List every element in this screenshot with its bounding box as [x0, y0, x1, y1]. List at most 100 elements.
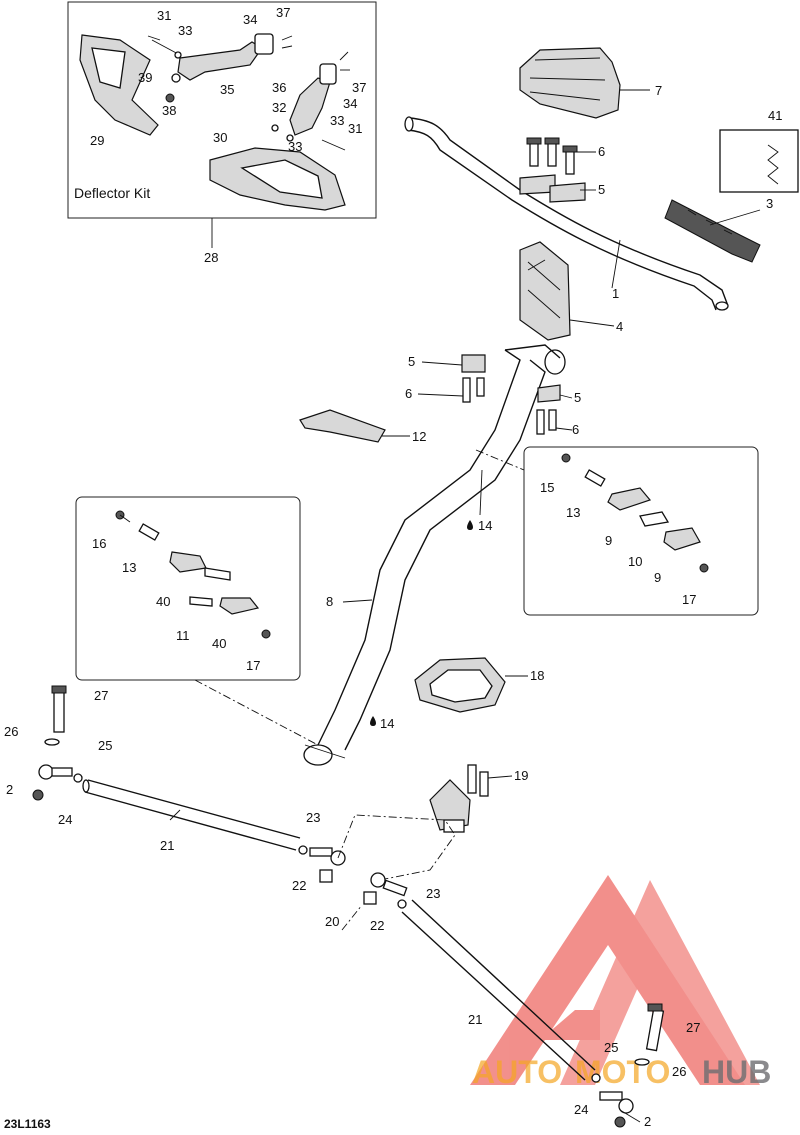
callout-38: 38 — [162, 103, 176, 118]
pin-part-16 — [115, 510, 131, 523]
nut-part-2-left — [32, 789, 44, 801]
pin-part-15 — [561, 453, 571, 463]
callout-26-a: 26 — [4, 724, 18, 739]
callout-21-a: 21 — [160, 838, 174, 853]
callout-13-a: 13 — [122, 560, 136, 575]
callout-26-b: 26 — [672, 1064, 686, 1079]
bolt-part-27-left — [51, 685, 67, 733]
spring-part-10 — [639, 511, 670, 527]
callout-10: 10 — [628, 554, 642, 569]
callout-5-c: 5 — [574, 390, 581, 405]
callout-34-b: 34 — [343, 96, 357, 111]
clamps-part-5-mid — [461, 354, 561, 403]
rod-end-part-22-a — [309, 847, 346, 866]
grip-part-3 — [664, 199, 761, 263]
deflector-kit-title: Deflector Kit — [74, 185, 150, 201]
link-part-40-a — [169, 551, 207, 573]
cover-part-18 — [414, 657, 506, 713]
callout-20: 20 — [325, 914, 339, 929]
callout-29: 29 — [90, 133, 104, 148]
callout-36: 36 — [272, 80, 286, 95]
callout-4: 4 — [616, 319, 623, 334]
callout-9-a: 9 — [605, 533, 612, 548]
callout-25-a: 25 — [98, 738, 112, 753]
callout-21-b: 21 — [468, 1012, 482, 1027]
callout-31: 31 — [157, 8, 171, 23]
callout-17-b: 17 — [682, 592, 696, 607]
tie-rod-part-21-lower — [401, 899, 596, 1081]
watermark-auto-text: AUTO — [472, 1054, 562, 1090]
washers-part-26-right — [634, 1058, 650, 1066]
callout-11: 11 — [176, 628, 190, 643]
callout-28: 28 — [204, 250, 218, 265]
decal-part-41 — [719, 129, 799, 193]
rod-end-part-24-left — [38, 764, 73, 780]
callout-17-a: 17 — [246, 658, 260, 673]
callout-1: 1 — [612, 286, 619, 301]
deflector-left-part-29 — [79, 34, 159, 136]
nut-part-17-left — [261, 629, 271, 639]
drawing-code: 23L1163 — [4, 1117, 51, 1131]
sleeve-part-13-right — [584, 469, 606, 487]
callout-5-a: 5 — [598, 182, 605, 197]
spacer-part-20-a — [319, 869, 333, 883]
callout-6-b: 6 — [405, 386, 412, 401]
deflector-kit-box — [67, 1, 377, 219]
callout-12: 12 — [412, 429, 426, 444]
callout-5-b: 5 — [408, 354, 415, 369]
bracket-upper-part-35 — [151, 33, 274, 81]
bolt-part-27-right — [645, 1003, 665, 1052]
plate-part-12 — [299, 409, 386, 443]
detail-box-left — [75, 496, 301, 681]
grease-drop-icon-a — [467, 520, 473, 530]
rod-end-part-24-right — [599, 1091, 634, 1114]
riser-part-4 — [519, 241, 571, 341]
tie-rod-part-21-upper — [82, 779, 301, 851]
nut-part-25-right — [591, 1073, 601, 1083]
callout-30: 30 — [213, 130, 227, 145]
spring-part-40-b — [204, 567, 231, 581]
callout-14-b: 14 — [380, 716, 394, 731]
link-part-9-a — [607, 487, 652, 511]
callout-40-b: 40 — [212, 636, 226, 651]
callout-40-a: 40 — [156, 594, 170, 609]
callout-31-b: 31 — [348, 121, 362, 136]
washers-part-26-left — [44, 738, 60, 746]
steering-column-part-8 — [303, 344, 566, 766]
callout-32: 32 — [272, 100, 286, 115]
callout-2-a: 2 — [6, 782, 13, 797]
nut-part-25-left — [73, 773, 83, 783]
callout-33: 33 — [178, 23, 192, 38]
callout-23-b: 23 — [426, 886, 440, 901]
callout-8: 8 — [326, 594, 333, 609]
nut-part-38 — [165, 93, 175, 103]
bracket-lower-part-36 — [271, 63, 346, 151]
handlebar-pad-part-7 — [519, 47, 621, 119]
callout-3: 3 — [766, 196, 773, 211]
callout-13-b: 13 — [566, 505, 580, 520]
callout-14-a: 14 — [478, 518, 492, 533]
callout-15: 15 — [540, 480, 554, 495]
callout-9-b: 9 — [654, 570, 661, 585]
grease-drop-icon-b — [370, 716, 376, 726]
callout-33-c: 33 — [288, 139, 302, 154]
callout-35: 35 — [220, 82, 234, 97]
nut-part-2-right — [614, 1116, 626, 1128]
bolts-part-6-top — [526, 137, 578, 175]
callout-24-a: 24 — [58, 812, 72, 827]
detail-box-right — [523, 446, 759, 616]
handlebar-part-1 — [404, 116, 729, 311]
callout-23-a: 23 — [306, 810, 320, 825]
watermark-moto-text: MOTO — [575, 1054, 670, 1090]
callout-16: 16 — [92, 536, 106, 551]
watermark-hub-text: HUB — [702, 1054, 771, 1090]
nut-part-23-a — [298, 845, 308, 855]
callout-39: 39 — [138, 70, 152, 85]
deflector-right-part-30 — [209, 147, 346, 211]
callout-22-b: 22 — [370, 918, 384, 933]
sleeve-part-13-left — [138, 523, 160, 541]
callout-41: 41 — [768, 108, 782, 123]
callout-7: 7 — [655, 83, 662, 98]
callout-33-b: 33 — [330, 113, 344, 128]
